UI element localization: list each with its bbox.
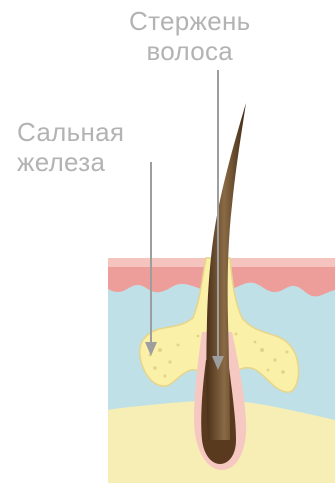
- sebaceous-gland-label: Сальная железа: [17, 117, 124, 177]
- hair-shaft-label-line1: Стержень: [129, 6, 250, 36]
- sebaceous-gland-label-line2: железа: [17, 147, 124, 177]
- hair-shaft-label-line2: волоса: [129, 36, 250, 66]
- hair-shaft-label: Стержень волоса: [129, 6, 250, 66]
- sebaceous-gland-label-line1: Сальная: [17, 117, 124, 147]
